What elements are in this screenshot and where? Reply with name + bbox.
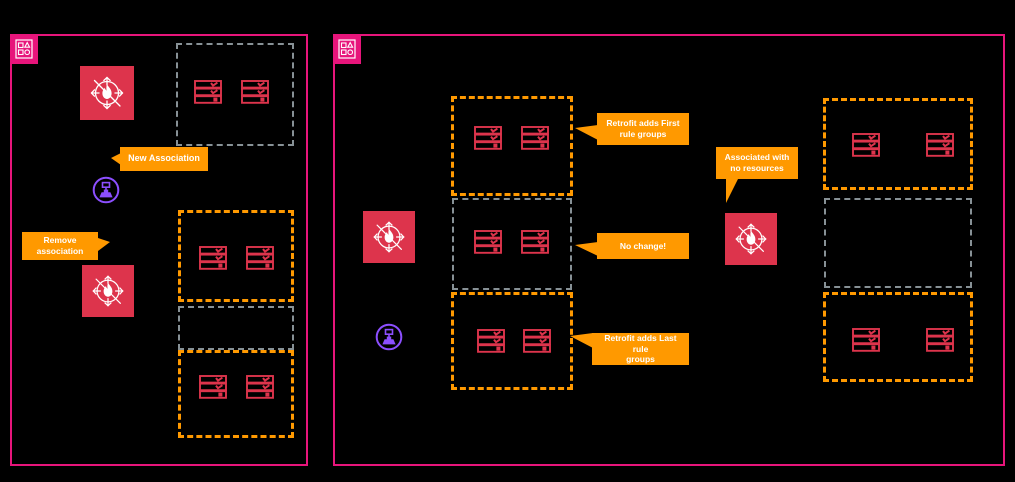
callout-no-change-tail bbox=[575, 242, 598, 256]
rule-group-icon-8[interactable] bbox=[520, 123, 550, 153]
rule-group-icon-16[interactable] bbox=[925, 325, 955, 355]
right-left-group-last bbox=[451, 292, 573, 390]
rule-group-icon bbox=[852, 328, 880, 352]
rule-group-icon-2[interactable] bbox=[240, 77, 270, 107]
callout-new-association-tail bbox=[111, 153, 121, 165]
rule-group-icon bbox=[199, 375, 227, 399]
rule-group-icon-5[interactable] bbox=[198, 372, 228, 402]
rule-group-icon-10[interactable] bbox=[520, 227, 550, 257]
right-right-group-middle bbox=[824, 198, 972, 288]
network-firewall-icon bbox=[92, 275, 124, 307]
rule-group-icon bbox=[474, 230, 502, 254]
rule-group-icon-7[interactable] bbox=[473, 123, 503, 153]
rule-group-icon bbox=[521, 230, 549, 254]
callout-retrofit-first-line1: Retrofit adds First bbox=[606, 118, 680, 129]
rule-group-icon bbox=[199, 246, 227, 270]
rule-group-icon-15[interactable] bbox=[851, 325, 881, 355]
flame-glyph bbox=[102, 84, 112, 99]
rule-group-icon bbox=[474, 126, 502, 150]
right-right-group-last bbox=[823, 292, 973, 382]
callout-no-change: No change! bbox=[597, 233, 689, 259]
rule-group-icon bbox=[523, 329, 551, 353]
right-firewall-right[interactable] bbox=[725, 213, 777, 265]
vpc-resource-icon bbox=[375, 323, 403, 351]
rule-group-icon bbox=[246, 375, 274, 399]
rule-group-icon bbox=[477, 329, 505, 353]
architecture-group-icon bbox=[338, 39, 356, 59]
right-firewall-left[interactable] bbox=[363, 211, 415, 263]
rule-group-icon bbox=[246, 246, 274, 270]
rule-group-icon-11[interactable] bbox=[476, 326, 506, 356]
vpc-resource-icon bbox=[92, 176, 120, 204]
right-panel-badge bbox=[333, 34, 361, 64]
left-group-bottom-orange bbox=[178, 350, 294, 438]
callout-associated-no-resources-line1: Associated with bbox=[724, 152, 790, 163]
rule-group-icon-1[interactable] bbox=[193, 77, 223, 107]
right-left-group-first bbox=[451, 96, 573, 196]
callout-retrofit-first-line2: rule groups bbox=[619, 129, 667, 139]
callout-retrofit-last-line1: Retrofit adds Last rule bbox=[604, 333, 677, 354]
callout-new-association: New Association bbox=[120, 147, 208, 171]
rule-group-icon bbox=[194, 80, 222, 104]
right-right-group-first bbox=[823, 98, 973, 190]
callout-remove-association-tail bbox=[98, 238, 110, 251]
rule-group-icon-4[interactable] bbox=[245, 243, 275, 273]
left-group-mid-orange bbox=[178, 210, 294, 302]
rule-group-icon-9[interactable] bbox=[473, 227, 503, 257]
callout-associated-no-resources-line2: no resources bbox=[730, 163, 784, 173]
callout-retrofit-last-line2: groups bbox=[626, 354, 655, 365]
callout-remove-association-line2: association bbox=[36, 246, 84, 256]
callout-retrofit-last: Retrofit adds Last rule groups bbox=[592, 333, 689, 365]
rule-group-icon-13[interactable] bbox=[851, 130, 881, 160]
callout-new-association-label: New Association bbox=[128, 153, 200, 164]
rule-group-icon bbox=[521, 126, 549, 150]
rule-group-icon-6[interactable] bbox=[245, 372, 275, 402]
rule-group-icon-3[interactable] bbox=[198, 243, 228, 273]
rule-group-icon-12[interactable] bbox=[522, 326, 552, 356]
flame-glyph bbox=[384, 228, 394, 243]
callout-remove-association: Remove association bbox=[22, 232, 98, 260]
network-firewall-icon bbox=[90, 76, 124, 110]
architecture-group-icon bbox=[15, 39, 33, 59]
flame-glyph bbox=[103, 282, 113, 297]
left-panel-badge bbox=[10, 34, 38, 64]
flame-glyph bbox=[746, 230, 756, 245]
rule-group-icon-14[interactable] bbox=[925, 130, 955, 160]
rule-group-icon bbox=[241, 80, 269, 104]
right-left-group-middle bbox=[452, 198, 572, 290]
rule-group-icon bbox=[926, 133, 954, 157]
callout-retrofit-first-tail bbox=[575, 125, 598, 140]
rule-group-icon bbox=[852, 133, 880, 157]
left-resource[interactable] bbox=[92, 176, 120, 204]
left-group-mid-gray bbox=[178, 306, 294, 350]
callout-associated-no-resources: Associated with no resources bbox=[716, 147, 798, 179]
rule-group-icon bbox=[926, 328, 954, 352]
callout-no-change-label: No change! bbox=[619, 240, 667, 251]
left-firewall-top[interactable] bbox=[80, 66, 134, 120]
callout-associated-no-resources-tail bbox=[726, 179, 738, 203]
callout-retrofit-last-tail bbox=[570, 333, 593, 348]
network-firewall-icon bbox=[735, 223, 767, 255]
right-resource[interactable] bbox=[375, 323, 403, 351]
callout-retrofit-first: Retrofit adds First rule groups bbox=[597, 113, 689, 145]
left-firewall-bottom[interactable] bbox=[82, 265, 134, 317]
left-group-top bbox=[176, 43, 294, 146]
callout-remove-association-line1: Remove bbox=[43, 235, 77, 246]
network-firewall-icon bbox=[373, 221, 405, 253]
